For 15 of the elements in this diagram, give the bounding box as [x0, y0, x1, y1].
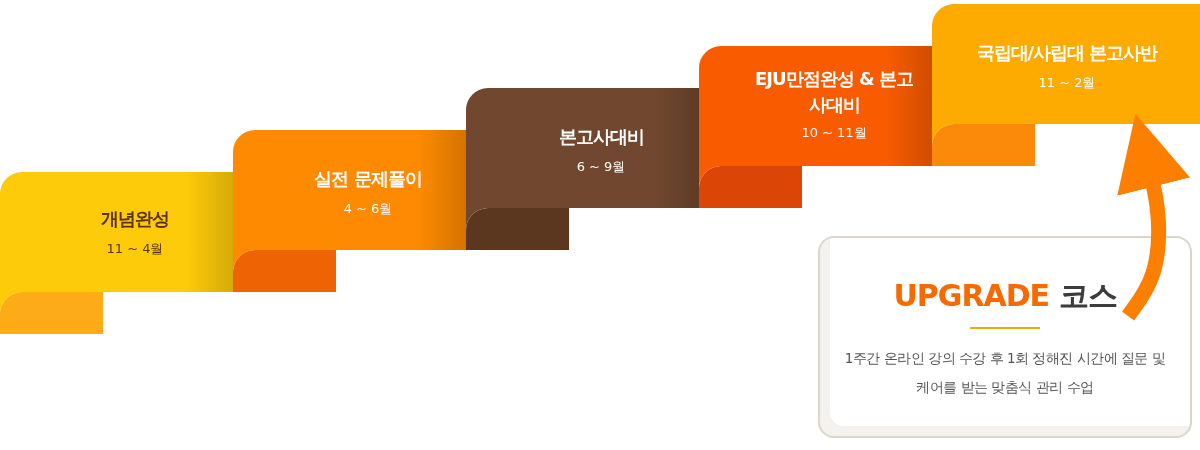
- date-range: 11 ~ 2월: [1037, 74, 1097, 92]
- curved-arrow: [1117, 113, 1190, 321]
- step-title: 실전 문제풀이: [313, 167, 423, 191]
- step-title: 국립대/사립대 본고사반: [975, 41, 1159, 65]
- step-title: 개념완성: [100, 207, 170, 231]
- card-title: UPGRADE: [893, 278, 1050, 313]
- card-title: 코스: [1058, 278, 1117, 313]
- card-description: 1주간 온라인 강의 수강 후 1회 정해진 시간에 질문 및 케어를 받는 맞춤식 관리 수업: [843, 349, 1167, 397]
- date-range: 10 ~ 11월: [800, 124, 868, 142]
- date-range: 11 ~ 4월: [105, 240, 165, 258]
- step-title: EJU만점완성 & 본고사대비: [754, 67, 914, 117]
- date-range: 4 ~ 6월: [342, 200, 394, 218]
- info-card: [818, 236, 1192, 438]
- step-title: 본고사대비: [557, 125, 645, 149]
- date-range: 6 ~ 9월: [575, 158, 627, 176]
